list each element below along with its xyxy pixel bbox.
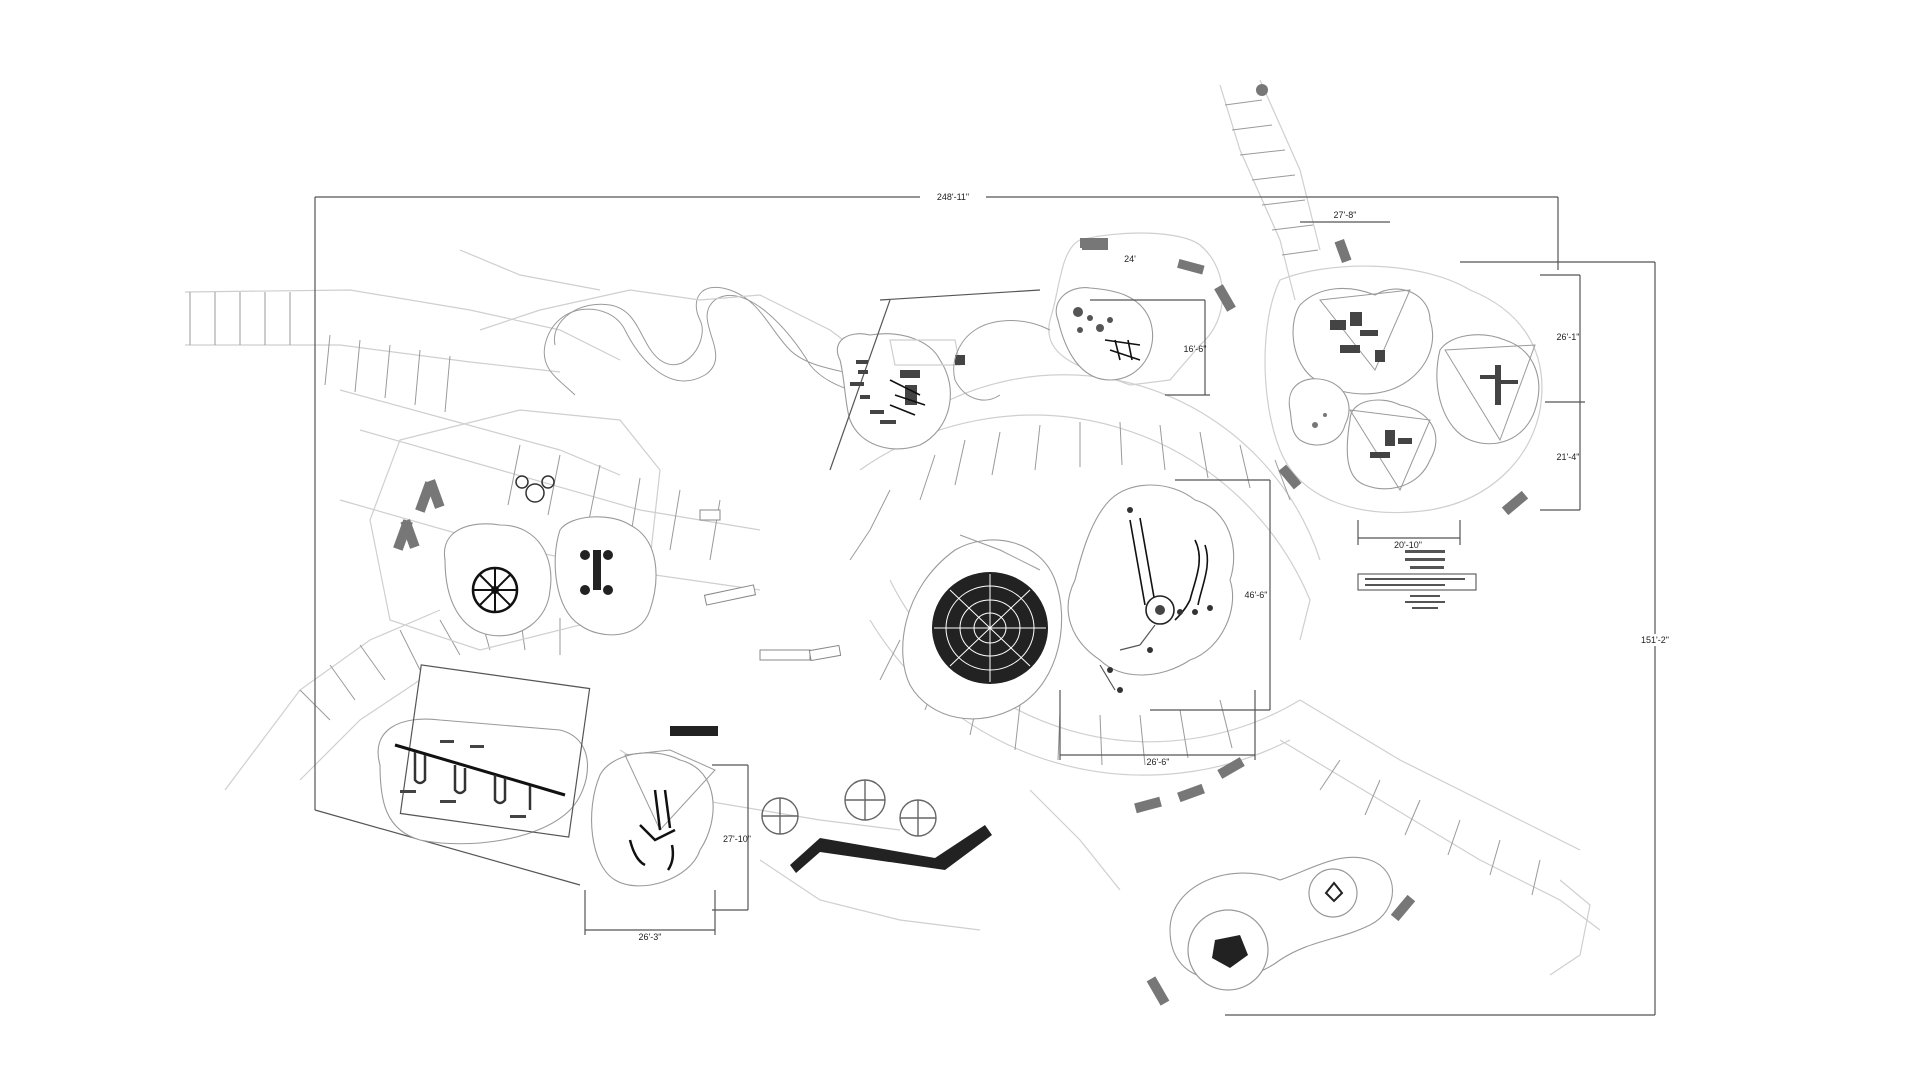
center-height-dim: 46'-6"	[1245, 590, 1268, 600]
lower-middle-spinners	[699, 509, 992, 873]
upper-bottom-dim: 20'-10"	[1394, 540, 1422, 550]
site-benches	[393, 238, 1529, 1006]
top-small-play-area: 16'-6" 24'	[953, 232, 1224, 401]
walkway-network	[184, 79, 1601, 976]
left-middle-play-area	[369, 409, 661, 651]
top-area-dim: 24'	[1124, 254, 1136, 264]
upper-winding-path	[459, 249, 891, 401]
overall-width-label: 248'-11"	[937, 192, 969, 202]
lower-left-height-dim: 27'-10"	[723, 834, 751, 844]
lower-left-width-dim: 26'-3"	[639, 932, 662, 942]
small-area-dim: 16'-6"	[1184, 344, 1207, 354]
mickey-icon	[515, 475, 555, 503]
upper-right-dim-1: 26'-1"	[1557, 332, 1580, 342]
center-width-dim: 26'-6"	[1147, 757, 1170, 767]
bottom-right-play-area	[1169, 856, 1393, 991]
upper-activity-area	[829, 289, 1041, 471]
lower-left-swing-area: 27'-10" 26'-3"	[377, 664, 751, 942]
upper-right-play-cluster: 27'-8" 26'-1" 21'-4" 20'-10"	[1264, 210, 1585, 609]
upper-width-dim: 27'-8"	[1334, 210, 1357, 220]
overall-dimension-lines: 248'-11" 151'-2"	[314, 191, 1680, 1016]
overall-height-label: 151'-2"	[1641, 635, 1669, 645]
rope-dome	[932, 572, 1048, 684]
upper-right-dim-2: 21'-4"	[1557, 452, 1580, 462]
central-play-area: 46'-6" 26'-6"	[902, 479, 1271, 767]
